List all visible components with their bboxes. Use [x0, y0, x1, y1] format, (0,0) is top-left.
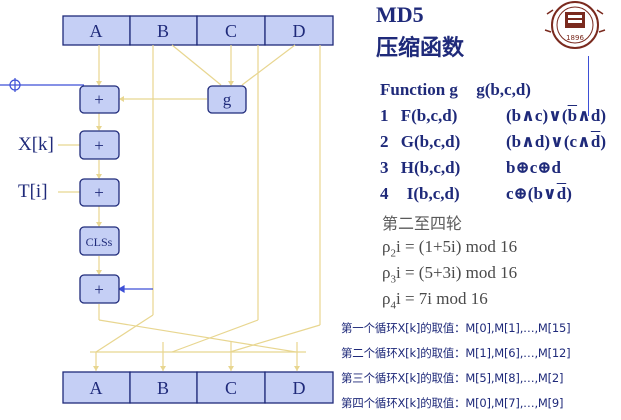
- function-row-4: 4 I(b,c,d) c⊕(b∨d): [380, 184, 572, 204]
- function-header-name: Function g: [380, 80, 458, 99]
- function-row-3-num: 3: [380, 158, 389, 177]
- bottom-register-b: [129, 371, 198, 404]
- top-register-d: [264, 15, 334, 46]
- plus-box-4-label: +: [94, 280, 104, 299]
- slide-title: MD5: [376, 2, 424, 27]
- function-header: Function g g(b,c,d): [380, 80, 531, 100]
- plus-box-3-label: +: [94, 183, 104, 202]
- slide-subtitle: 压缩函数: [376, 36, 465, 61]
- plus-box-1-label: +: [94, 90, 104, 109]
- university-seal-icon: 1896: [544, 1, 606, 49]
- function-row-3-name: H(b,c,d): [400, 158, 461, 177]
- plus-box-4: [79, 274, 120, 304]
- bottom-register-d-label: D: [293, 378, 306, 398]
- rho-4-line: ρ4i = 7i mod 16: [382, 289, 488, 312]
- function-row-2-name: G(b,c,d): [400, 132, 461, 151]
- cls-box: [79, 226, 120, 256]
- function-row-1-num: 1: [380, 106, 389, 125]
- top-register-b-label: B: [157, 21, 169, 41]
- function-row-4-num: 4: [380, 184, 389, 203]
- function-header-expr: g(b,c,d): [476, 80, 531, 99]
- cycle-2-text: 第二个循环X[k]的取值：M[1],M[6],…,M[12]: [341, 346, 571, 360]
- right-accent-line: [588, 56, 589, 116]
- cycle-4-text: 第四个循环X[k]的取值：M[0],M[7],…,M[9]: [341, 396, 564, 410]
- function-row-1-name: F(b,c,d): [400, 106, 458, 125]
- top-register-a-label: A: [90, 21, 103, 41]
- top-register-a: [62, 15, 131, 46]
- top-register-b: [129, 15, 198, 46]
- function-row-3: 3 H(b,c,d) b⊕c⊕d: [380, 158, 561, 178]
- plus-box-1: [79, 85, 120, 114]
- top-register-d-label: D: [293, 21, 306, 41]
- g-box-label: g: [223, 90, 232, 109]
- cycle-3-text: 第三个循环X[k]的取值：M[5],M[8],…,M[2]: [341, 371, 564, 385]
- function-row-2-expr: (b∧d)∨(c∧d): [506, 132, 606, 151]
- plus-box-2-label: +: [94, 136, 104, 155]
- bottom-register-row: A B C D: [62, 371, 334, 404]
- top-register-row: A B C D: [62, 15, 334, 46]
- function-row-1-expr: (b∧c)∨(b∧d): [506, 106, 606, 125]
- input-xk-label: X[k]: [18, 134, 54, 155]
- rho-3-line: ρ3i = (5+3i) mod 16: [382, 263, 518, 286]
- function-row-4-expr: c⊕(b∨d): [506, 184, 572, 203]
- bottom-register-b-label: B: [157, 378, 169, 398]
- plus-box-2: [79, 130, 120, 160]
- cls-box-label: CLSs: [86, 235, 113, 249]
- accent-lines: [0, 78, 153, 294]
- bottom-register-c: [196, 371, 266, 404]
- top-register-c-label: C: [225, 21, 237, 41]
- input-ti-label: T[i]: [18, 181, 48, 202]
- function-row-1: 1 F(b,c,d) (b∧c)∨(b∧d): [380, 106, 606, 126]
- function-row-2: 2 G(b,c,d) (b∧d)∨(c∧d): [380, 132, 606, 152]
- arrowheads: [93, 81, 300, 371]
- plus-box-3: [79, 178, 120, 207]
- cycle-1-text: 第一个循环X[k]的取值：M[0],M[1],…,M[15]: [341, 321, 571, 335]
- rounds-label: 第二至四轮: [382, 214, 463, 233]
- bottom-register-a-label: A: [90, 378, 103, 398]
- function-row-4-name: I(b,c,d): [406, 184, 460, 203]
- bottom-register-c-label: C: [225, 378, 237, 398]
- svg-text:1896: 1896: [566, 34, 584, 42]
- function-row-2-num: 2: [380, 132, 389, 151]
- bottom-register-d: [264, 371, 334, 404]
- operation-boxes: + g + + CLSs +: [79, 85, 247, 304]
- rho-2-line: ρ2i = (1+5i) mod 16: [382, 237, 518, 260]
- g-box: [207, 85, 247, 114]
- function-row-3-expr: b⊕c⊕d: [506, 158, 561, 177]
